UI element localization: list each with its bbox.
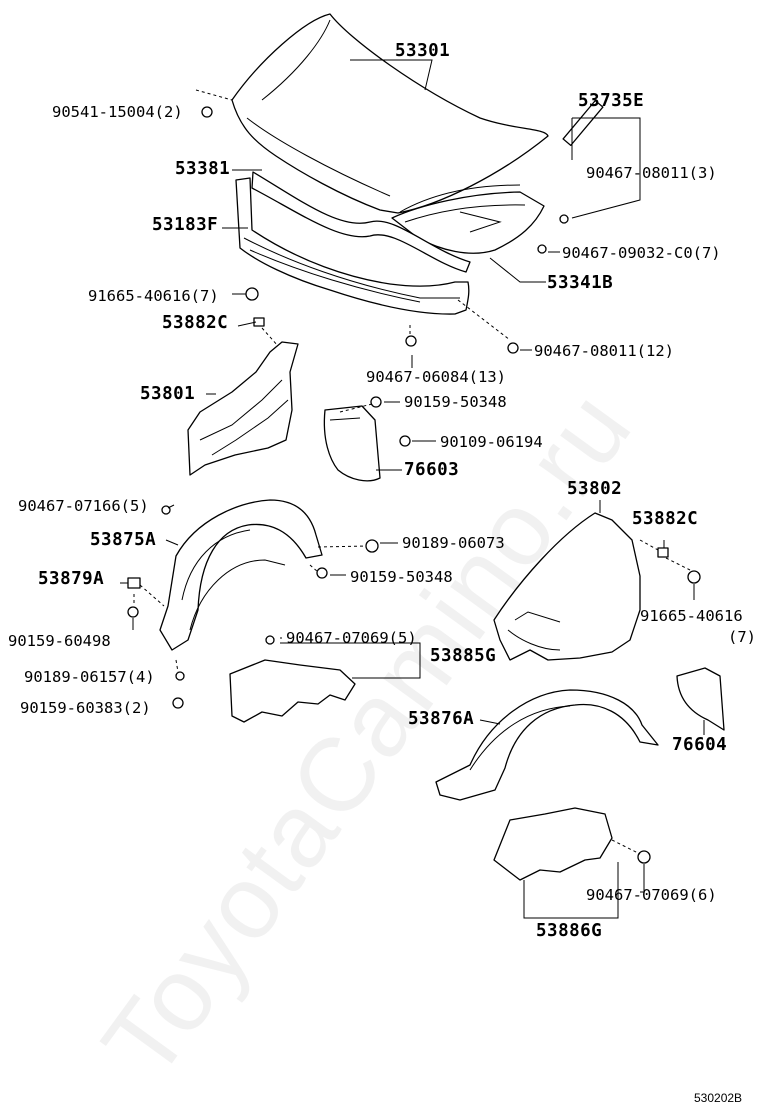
radiator-support-part (235, 177, 470, 315)
mudguard-rear-part (676, 667, 725, 731)
label-76604: 76604 (672, 735, 728, 755)
grille-panel-part (251, 171, 471, 273)
label-53879A: 53879A (38, 569, 105, 589)
fender-inner-liner-right-part (435, 689, 659, 801)
label-53381: 53381 (175, 159, 231, 179)
label-53882C-b: 53882C (632, 509, 699, 529)
label-91665-40616-a: 91665-40616(7) (88, 287, 219, 305)
hood-part (231, 13, 549, 214)
label-53886G: 53886G (536, 921, 603, 941)
label-53876A: 53876A (408, 709, 475, 729)
label-53885G: 53885G (430, 646, 497, 666)
label-90189-06157: 90189-06157(4) (24, 668, 155, 686)
diagram-code: 530202B (694, 1091, 743, 1105)
label-90159-60383: 90159-60383(2) (20, 699, 151, 717)
splash-shield-part (229, 659, 356, 723)
label-53875A: 53875A (90, 530, 157, 550)
label-53301: 53301 (395, 41, 451, 61)
label-90159-50348-b: 90159-50348 (350, 568, 453, 586)
label-53735E: 53735E (578, 91, 645, 111)
label-53882C-a: 53882C (162, 313, 229, 333)
fasteners (127, 99, 701, 864)
label-53801: 53801 (140, 384, 196, 404)
splash-shield-right-part (493, 807, 613, 881)
hood-seal-part (391, 191, 545, 254)
label-90467-07166: 90467-07166(5) (18, 497, 149, 515)
leader-lines (120, 59, 705, 919)
label-76603: 76603 (404, 460, 460, 480)
label-90159-50348-a: 90159-50348 (404, 393, 507, 411)
label-90467-08011-12: 90467-08011(12) (534, 342, 674, 360)
label-91665-40616-b: 91665-40616 (640, 607, 743, 625)
fender-inner-liner-part (159, 499, 323, 651)
label-90109-06194: 90109-06194 (440, 433, 543, 451)
label-90467-07069-5: 90467-07069(5) (286, 629, 417, 647)
label-53802: 53802 (567, 479, 623, 499)
label-90467-08011-3: 90467-08011(3) (586, 164, 717, 182)
label-90467-09032-C0: 90467-09032-C0(7) (562, 244, 721, 262)
label-91665-40616-b-qty: (7) (728, 628, 756, 646)
label-90541-15004: 90541-15004(2) (52, 103, 183, 121)
label-90159-60498: 90159-60498 (8, 632, 111, 650)
label-90467-07069-6: 90467-07069(6) (586, 886, 717, 904)
mudguard-front-part (323, 405, 381, 482)
label-90189-06073: 90189-06073 (402, 534, 505, 552)
label-90467-06084: 90467-06084(13) (366, 368, 506, 386)
fender-part (493, 512, 641, 661)
fender-liner-part (187, 341, 299, 476)
label-53341B: 53341B (547, 273, 614, 293)
label-53183F: 53183F (152, 215, 219, 235)
